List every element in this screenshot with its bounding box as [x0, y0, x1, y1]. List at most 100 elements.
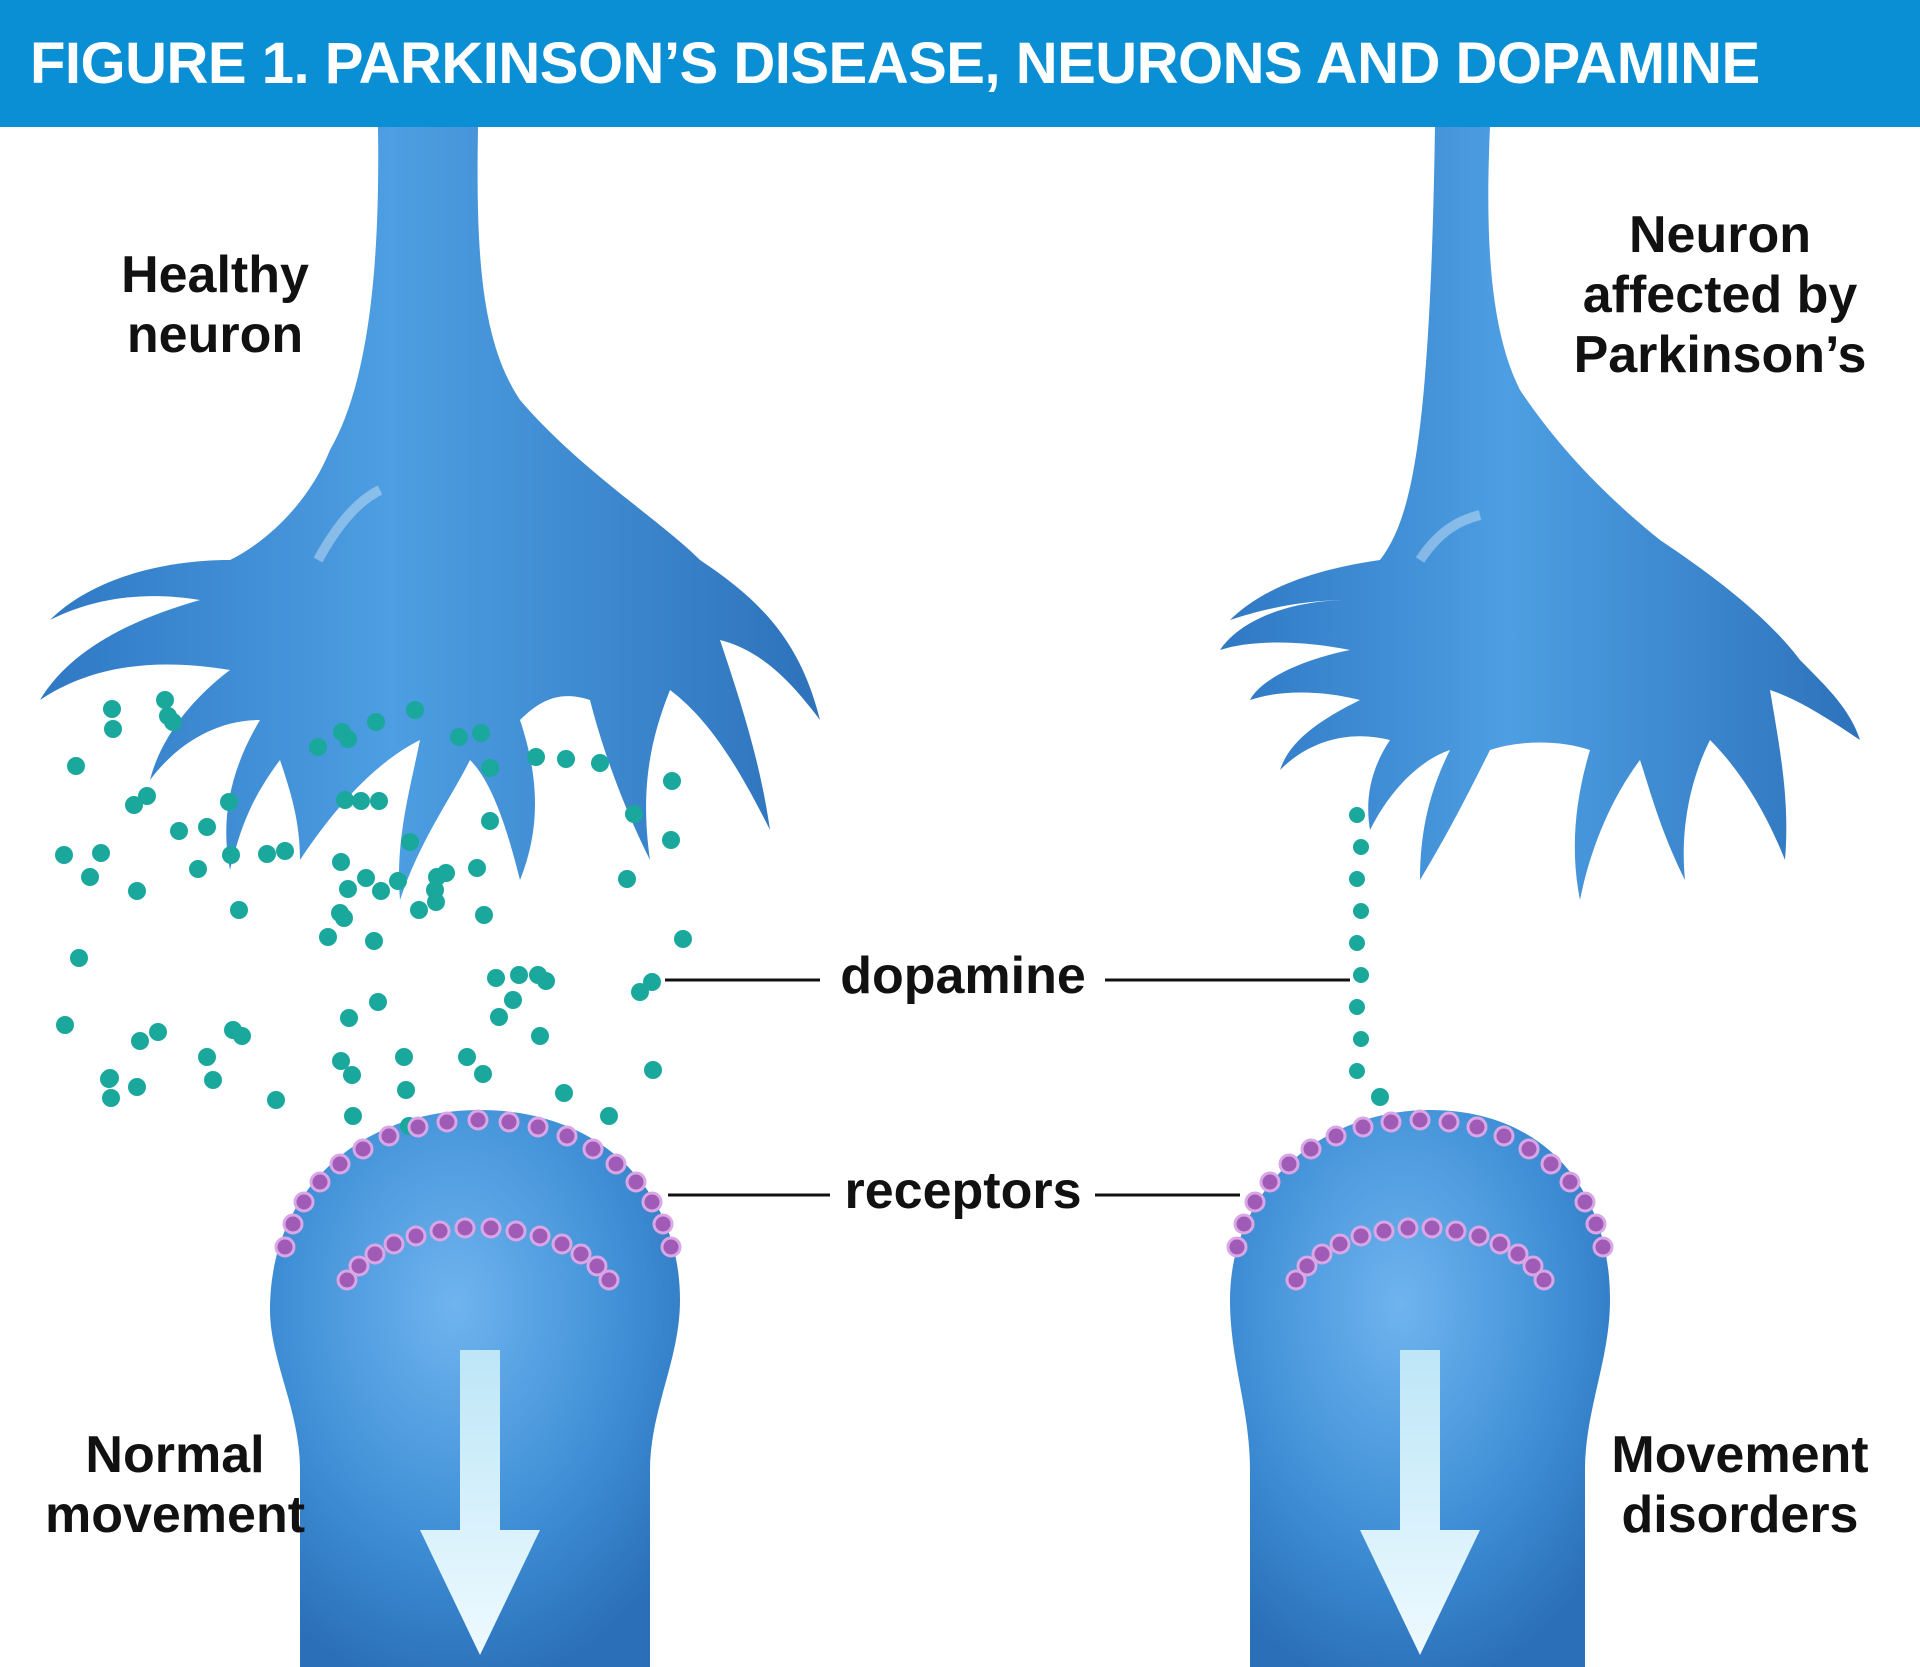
- dopamine-molecule: [397, 1081, 415, 1099]
- dopamine-molecule: [70, 949, 88, 967]
- dopamine-molecule: [1349, 871, 1365, 887]
- receptor-sites: [274, 1109, 1614, 1291]
- receptor-site: [1397, 1217, 1419, 1239]
- dopamine-molecule: [222, 846, 240, 864]
- leader-lines: [665, 978, 1350, 1197]
- dopamine-label: dopamine: [840, 947, 1086, 1005]
- dopamine-molecule: [663, 772, 681, 790]
- dopamine-molecule: [389, 872, 407, 890]
- dopamine-molecule: [170, 822, 188, 840]
- dopamine-molecule: [644, 1061, 662, 1079]
- receptor-site: [405, 1225, 427, 1247]
- receptor-site: [582, 1138, 604, 1160]
- dopamine-molecule: [309, 738, 327, 756]
- dopamine-molecule: [370, 792, 388, 810]
- dopamine-molecule: [102, 1089, 120, 1107]
- dopamine-molecule: [125, 796, 143, 814]
- dopamine-molecule: [156, 691, 174, 709]
- dopamine-molecule: [674, 930, 692, 948]
- normal-movement-label: Normal movement: [44, 1426, 306, 1544]
- receptor-site: [1233, 1213, 1255, 1235]
- affected-neuron: [1220, 127, 1860, 900]
- dopamine-molecule: [198, 818, 216, 836]
- dopamine-molecule: [474, 1065, 492, 1083]
- receptor-site: [1350, 1225, 1372, 1247]
- dopamine-molecule: [128, 1078, 146, 1096]
- dopamine-molecules: [55, 691, 1389, 1135]
- figure-title: FIGURE 1. PARKINSON’S DISEASE, NEURONS A…: [30, 31, 1760, 96]
- disorder-movement-arrow-icon: [1360, 1350, 1480, 1655]
- dopamine-molecule: [189, 860, 207, 878]
- receptor-site: [1493, 1125, 1515, 1147]
- dopamine-molecule: [631, 983, 649, 1001]
- dopamine-molecule: [490, 1008, 508, 1026]
- receptor-site: [1296, 1255, 1318, 1277]
- title-banner: FIGURE 1. PARKINSON’S DISEASE, NEURONS A…: [0, 0, 1920, 127]
- receptor-site: [336, 1269, 358, 1291]
- dopamine-molecule: [372, 882, 390, 900]
- dopamine-molecule: [1353, 839, 1369, 855]
- dopamine-molecule: [319, 928, 337, 946]
- dopamine-molecule: [344, 1107, 362, 1125]
- dopamine-molecule: [504, 991, 522, 1009]
- receptor-site: [1373, 1220, 1395, 1242]
- receptor-site: [1468, 1225, 1490, 1247]
- dopamine-molecule: [410, 901, 428, 919]
- affected-neuron-label: Neuron affected by Parkinson’s: [1573, 206, 1867, 384]
- receptor-site: [364, 1243, 386, 1265]
- receptor-site: [329, 1153, 351, 1175]
- dopamine-molecule: [276, 842, 294, 860]
- receptor-site: [1285, 1269, 1307, 1291]
- receptor-site: [605, 1153, 627, 1175]
- dopamine-molecule: [332, 853, 350, 871]
- receptor-site: [1445, 1220, 1467, 1242]
- receptor-site: [282, 1213, 304, 1235]
- dopamine-molecule: [100, 1070, 118, 1088]
- dopamine-molecule: [367, 713, 385, 731]
- dopamine-molecule: [369, 993, 387, 1011]
- receptor-site: [1533, 1269, 1555, 1291]
- receptor-site: [1226, 1236, 1248, 1258]
- receptor-site: [454, 1217, 476, 1239]
- dopamine-molecule: [258, 845, 276, 863]
- dopamine-molecule: [1353, 903, 1369, 919]
- normal-movement-arrow-icon: [420, 1350, 540, 1655]
- receptor-site: [1380, 1111, 1402, 1133]
- dopamine-molecule: [472, 724, 490, 742]
- receptor-site: [660, 1236, 682, 1258]
- dopamine-molecule: [56, 1016, 74, 1034]
- receptor-site: [551, 1233, 573, 1255]
- dopamine-molecule: [159, 707, 177, 725]
- dopamine-molecule: [365, 932, 383, 950]
- dopamine-molecule: [220, 793, 238, 811]
- receptor-site: [1522, 1255, 1544, 1277]
- receptor-site: [1352, 1116, 1374, 1138]
- receptor-site: [309, 1171, 331, 1193]
- dopamine-molecule: [131, 1032, 149, 1050]
- healthy-neuron: [40, 127, 820, 900]
- receptor-site: [480, 1217, 502, 1239]
- dopamine-molecule: [331, 904, 349, 922]
- receptor-site: [1585, 1213, 1607, 1235]
- receptor-site: [1489, 1233, 1511, 1255]
- dopamine-molecule: [224, 1021, 242, 1039]
- receptor-site: [1466, 1116, 1488, 1138]
- dopamine-molecule: [591, 754, 609, 772]
- receptor-site: [1311, 1243, 1333, 1265]
- dopamine-molecule: [406, 701, 424, 719]
- receptor-site: [529, 1225, 551, 1247]
- dopamine-molecule: [475, 906, 493, 924]
- receptor-site: [352, 1138, 374, 1160]
- dopamine-molecule: [230, 901, 248, 919]
- dopamine-molecule: [510, 966, 528, 984]
- receptor-site: [1421, 1217, 1443, 1239]
- dopamine-molecule: [104, 720, 122, 738]
- receptor-site: [625, 1171, 647, 1193]
- receptor-site: [1574, 1191, 1596, 1213]
- receptor-site: [527, 1116, 549, 1138]
- dopamine-molecule: [55, 846, 73, 864]
- dopamine-molecule: [600, 1107, 618, 1125]
- dopamine-molecule: [481, 812, 499, 830]
- dopamine-molecule: [487, 969, 505, 987]
